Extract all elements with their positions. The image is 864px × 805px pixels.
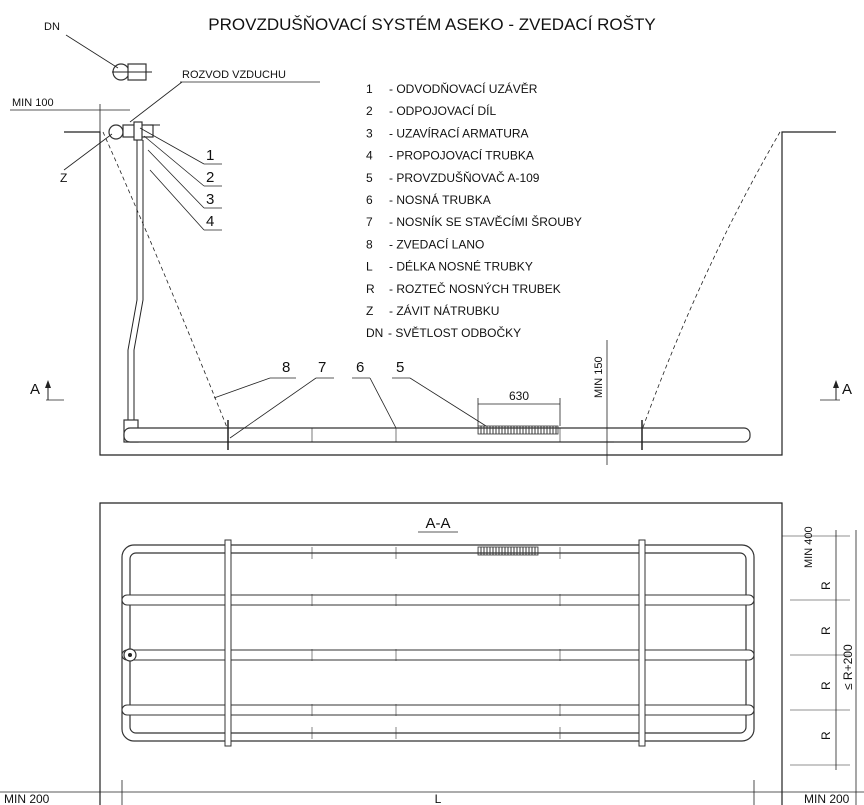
svg-text:3: 3 <box>206 191 214 208</box>
carrier-pipe-plan <box>121 649 755 661</box>
legend-text: - UZAVÍRACÍ ARMATURA <box>389 125 529 140</box>
svg-text:630: 630 <box>509 389 529 403</box>
support-beam <box>224 539 232 747</box>
dim-right-chain <box>782 530 857 805</box>
lifting-rope-left <box>102 131 229 431</box>
legend-text: - ODVODŇOVACÍ UZÁVĚR <box>389 81 538 96</box>
legend-code: L <box>366 260 373 274</box>
aeration-grid <box>121 539 755 747</box>
min200-left-label: MIN 200 <box>4 792 50 805</box>
support-beam <box>638 539 646 747</box>
carrier-pipe-elevation <box>123 420 751 450</box>
legend-text: - SVĚTLOST ODBOČKY <box>388 325 521 340</box>
aerator-elevation <box>477 425 559 435</box>
dim-bottom <box>0 780 864 805</box>
svg-text:8: 8 <box>282 359 290 376</box>
rozvod-leader <box>129 81 183 123</box>
rozvod-label: ROZVOD VZDUCHU <box>182 69 286 81</box>
legend-text: - ODPOJOVACÍ DÍL <box>389 103 496 118</box>
legend-code: 3 <box>366 126 373 140</box>
svg-text:7: 7 <box>318 359 326 376</box>
callout-6: 6 <box>352 359 397 429</box>
dim-630: 630 <box>477 389 561 426</box>
l-label: L <box>435 792 442 805</box>
legend-text: - NOSNÍK SE STAVĚCÍMI ŠROUBY <box>389 214 582 229</box>
legend-text: - ZVEDACÍ LANO <box>389 236 484 251</box>
callout-1: 1 <box>139 127 222 165</box>
min400-label: MIN 400 <box>803 526 815 568</box>
carrier-pipe-plan <box>121 704 755 716</box>
tank-outline-elevation <box>64 131 836 456</box>
svg-text:A: A <box>30 381 40 398</box>
svg-text:5: 5 <box>396 359 404 376</box>
svg-text:2: 2 <box>206 169 214 186</box>
legend-text: - PROPOJOVACÍ TRUBKA <box>389 148 534 163</box>
section-marker-right: A <box>820 380 852 401</box>
legend-text: - PROVZDUŠŇOVAČ A-109 <box>389 170 540 185</box>
callout-5: 5 <box>392 359 487 427</box>
min200-right-label: MIN 200 <box>804 792 850 805</box>
legend-text: - ROZTEČ NOSNÝCH TRUBEK <box>389 281 561 296</box>
legend-code: 8 <box>366 237 373 251</box>
dn-valve-icon <box>112 63 152 81</box>
z-label: Z <box>60 171 67 185</box>
section-title: A-A <box>425 515 450 532</box>
r-label-2: R <box>819 626 833 635</box>
dn-label: DN <box>44 21 60 33</box>
callout-7: 7 <box>229 359 334 439</box>
section-marker-left: A <box>30 380 64 401</box>
legend-text: - NOSNÁ TRUBKA <box>389 192 491 207</box>
legend-text: - ZÁVIT NÁTRUBKU <box>389 303 499 318</box>
min100-label: MIN 100 <box>12 97 54 109</box>
svg-text:MIN 150: MIN 150 <box>593 356 605 398</box>
r-label-4: R <box>819 731 833 740</box>
carrier-pipe-plan <box>121 594 755 606</box>
callout-3: 3 <box>147 149 222 209</box>
z-leader <box>63 133 113 171</box>
r200-label: ≤ R+200 <box>841 644 855 690</box>
lifting-rope-right <box>641 131 781 431</box>
svg-text:6: 6 <box>356 359 364 376</box>
legend-code: 5 <box>366 171 373 185</box>
legend-code: 1 <box>366 82 373 96</box>
r-label-3: R <box>819 681 833 690</box>
legend-code: 6 <box>366 193 373 207</box>
svg-text:4: 4 <box>206 213 214 230</box>
callout-4: 4 <box>149 169 222 231</box>
legend-code: 4 <box>366 149 373 163</box>
drawing-title: PROVZDUŠŇOVACÍ SYSTÉM ASEKO - ZVEDACÍ RO… <box>208 15 655 34</box>
dn-leader <box>65 34 119 69</box>
legend-code: DN <box>366 326 383 340</box>
svg-text:1: 1 <box>206 147 214 164</box>
dim-min150: MIN 150 <box>593 340 614 465</box>
legend-code: 2 <box>366 104 373 118</box>
legend-code: 7 <box>366 215 373 229</box>
legend: 1 - ODVODŇOVACÍ UZÁVĚR 2 - ODPOJOVACÍ DÍL 3 -… <box>366 81 582 340</box>
legend-code: R <box>366 282 375 296</box>
aerator-plan <box>477 546 539 556</box>
callout-8: 8 <box>213 359 296 399</box>
r-label-1: R <box>819 581 833 590</box>
tank-outline-plan <box>99 502 783 805</box>
inlet-connection-icon <box>123 648 137 662</box>
legend-text: - DÉLKA NOSNÉ TRUBKY <box>389 259 533 274</box>
callout-2: 2 <box>143 135 222 187</box>
legend-code: Z <box>366 304 373 318</box>
svg-text:A: A <box>842 381 852 398</box>
top-fitting-assembly <box>108 121 160 141</box>
